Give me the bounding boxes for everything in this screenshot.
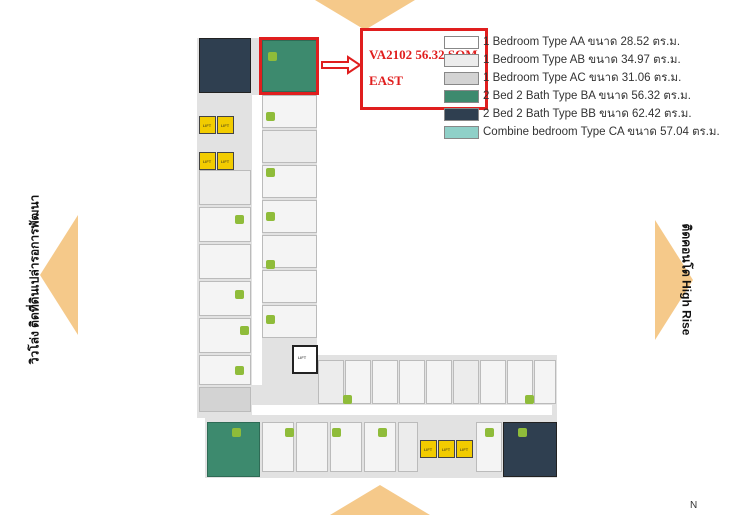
unit-bottom-right[interactable] bbox=[503, 422, 557, 477]
unit-wing[interactable] bbox=[399, 360, 425, 404]
legend-swatch bbox=[444, 35, 479, 49]
unit-wing[interactable] bbox=[372, 360, 398, 404]
legend-swatch bbox=[444, 89, 479, 103]
highlighted-unit-box bbox=[259, 37, 319, 95]
unit-left[interactable] bbox=[199, 244, 251, 279]
arrow-bottom bbox=[330, 485, 430, 515]
unit-wing[interactable] bbox=[426, 360, 452, 404]
unit-left[interactable] bbox=[199, 318, 251, 353]
unit-va2102[interactable] bbox=[262, 40, 317, 92]
legend-swatch bbox=[444, 71, 479, 85]
callout-facing: EAST bbox=[369, 73, 403, 88]
lift: LIFT bbox=[456, 440, 473, 458]
lift-core: LIFT bbox=[292, 345, 318, 374]
unit-left[interactable] bbox=[199, 387, 251, 412]
unit-right[interactable] bbox=[262, 95, 317, 128]
north-indicator: N bbox=[690, 500, 698, 511]
legend-swatch bbox=[444, 107, 479, 121]
lift: LIFT bbox=[438, 440, 455, 458]
unit-wing[interactable] bbox=[318, 360, 344, 404]
legend-item: 1 Bedroom Type AC ขนาด 31.06 ตร.ม. bbox=[444, 71, 681, 85]
unit-bottom[interactable] bbox=[262, 422, 294, 472]
legend-item: 1 Bedroom Type AB ขนาด 34.97 ตร.ม. bbox=[444, 53, 681, 67]
unit-wing[interactable] bbox=[453, 360, 479, 404]
unit-right[interactable] bbox=[262, 200, 317, 233]
arrow-top bbox=[315, 0, 415, 30]
legend-swatch bbox=[444, 53, 479, 67]
callout-arrow bbox=[321, 55, 362, 75]
lift: LIFT bbox=[199, 152, 216, 170]
unit-left[interactable] bbox=[199, 170, 251, 205]
unit-wing[interactable] bbox=[534, 360, 556, 404]
unit-left[interactable] bbox=[199, 207, 251, 242]
lift: LIFT bbox=[199, 116, 216, 134]
lift: LIFT bbox=[217, 116, 234, 134]
legend-swatch bbox=[444, 125, 479, 139]
unit-bottom[interactable] bbox=[398, 422, 418, 472]
unit-right[interactable] bbox=[262, 130, 317, 163]
lift: LIFT bbox=[217, 152, 234, 170]
unit-right[interactable] bbox=[262, 270, 317, 303]
unit-top-left[interactable] bbox=[199, 38, 251, 93]
legend-item: 1 Bedroom Type AA ขนาด 28.52 ตร.ม. bbox=[444, 35, 680, 49]
unit-wing[interactable] bbox=[480, 360, 506, 404]
legend-item: 2 Bed 2 Bath Type BB ขนาด 62.42 ตร.ม. bbox=[444, 107, 692, 121]
unit-bottom[interactable] bbox=[296, 422, 328, 472]
legend-item: 2 Bed 2 Bath Type BA ขนาด 56.32 ตร.ม. bbox=[444, 89, 691, 103]
legend-item: Combine bedroom Type CA ขนาด 57.04 ตร.ม. bbox=[444, 125, 720, 139]
arrow-left bbox=[40, 215, 78, 335]
lift: LIFT bbox=[420, 440, 437, 458]
arrow-right bbox=[655, 220, 693, 340]
